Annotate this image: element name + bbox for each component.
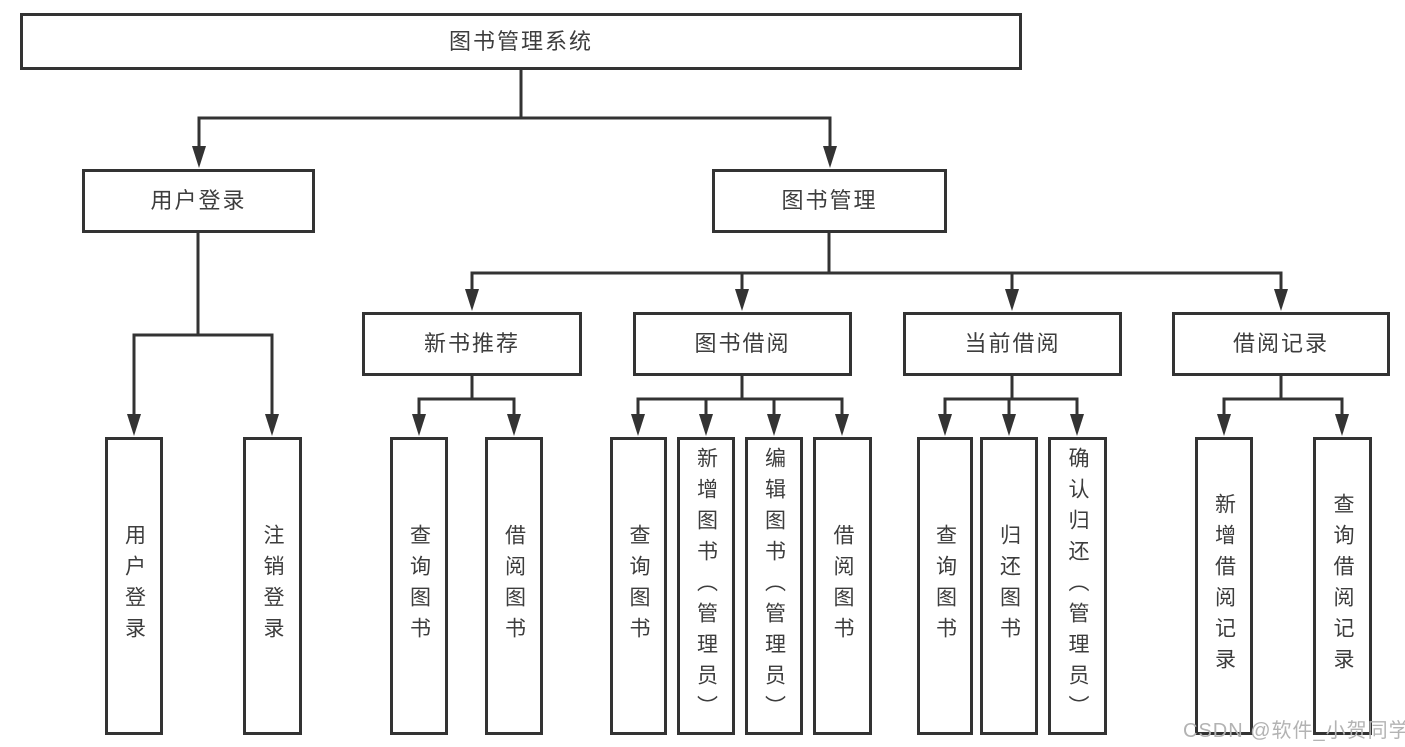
node-new-book-recommend: 新书推荐 bbox=[362, 312, 582, 376]
connector-records-to-leaves bbox=[1217, 376, 1349, 436]
node-user-login: 用户登录 bbox=[82, 169, 315, 233]
leaf-borrow-add-books-admin: 新增图书（管理员） bbox=[677, 437, 735, 735]
leaf-user-login: 用户登录 bbox=[105, 437, 163, 735]
leaf-records-add-record: 新增借阅记录 bbox=[1195, 437, 1253, 735]
node-book-management: 图书管理 bbox=[712, 169, 947, 233]
node-borrow-records: 借阅记录 bbox=[1172, 312, 1390, 376]
node-current-borrow: 当前借阅 bbox=[903, 312, 1122, 376]
leaf-records-query-record: 查询借阅记录 bbox=[1313, 437, 1372, 735]
connector-login-to-leaves bbox=[127, 233, 279, 436]
connector-current-to-leaves bbox=[938, 376, 1084, 436]
leaf-current-confirm-return-admin: 确认归还（管理员） bbox=[1048, 437, 1107, 735]
node-root: 图书管理系统 bbox=[20, 13, 1022, 70]
leaf-current-query-books: 查询图书 bbox=[917, 437, 973, 735]
leaf-borrow-borrow-books: 借阅图书 bbox=[813, 437, 872, 735]
csdn-watermark: CSDN @软件_小贺同学 bbox=[1183, 720, 1405, 742]
leaf-newbook-query-books: 查询图书 bbox=[390, 437, 448, 735]
leaf-logout: 注销登录 bbox=[243, 437, 302, 735]
connector-bookmgmt-to-level3 bbox=[465, 233, 1288, 311]
leaf-borrow-edit-books-admin: 编辑图书（管理员） bbox=[745, 437, 803, 735]
leaf-newbook-borrow-books: 借阅图书 bbox=[485, 437, 543, 735]
leaf-current-return-books: 归还图书 bbox=[980, 437, 1038, 735]
connector-newbook-to-leaves bbox=[412, 376, 521, 436]
leaf-borrow-query-books: 查询图书 bbox=[610, 437, 667, 735]
node-book-borrow: 图书借阅 bbox=[633, 312, 852, 376]
connector-root-to-level2 bbox=[192, 69, 837, 168]
connector-borrow-to-leaves bbox=[631, 376, 849, 436]
